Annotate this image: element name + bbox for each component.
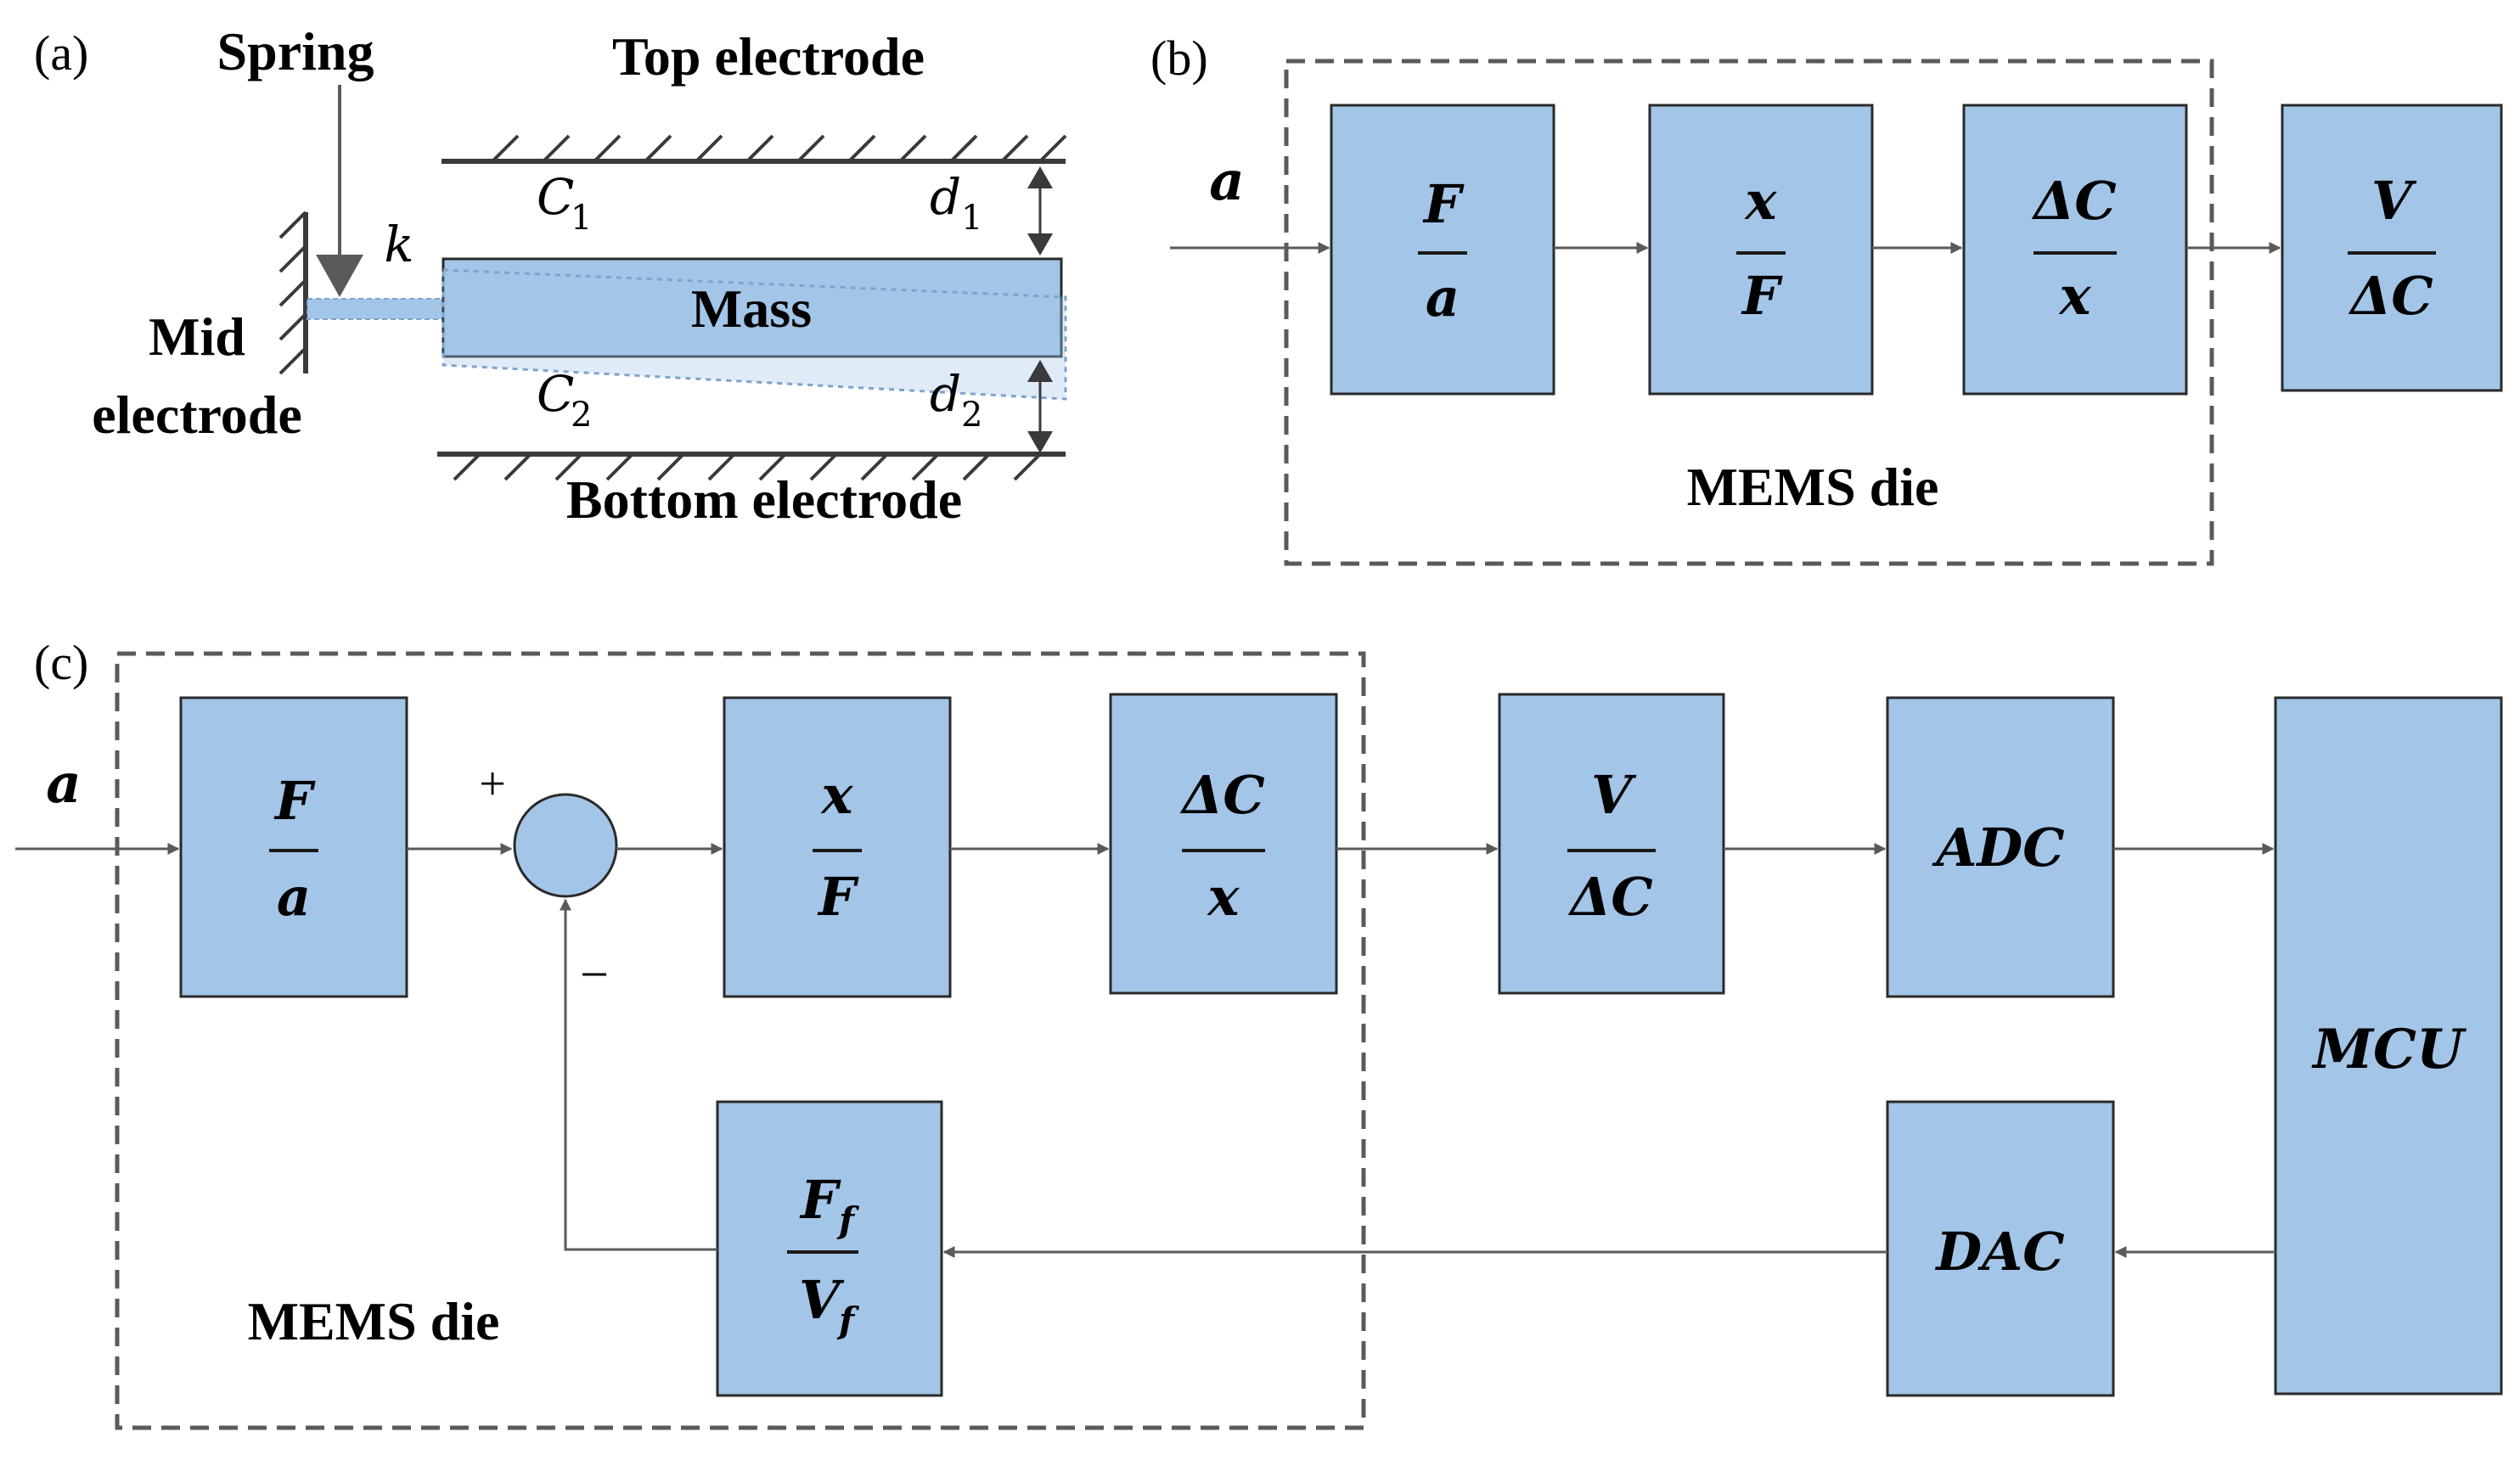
svg-text:ADC: ADC: [1932, 817, 2064, 879]
mid-electrode-label-1: Mid: [149, 306, 245, 367]
svg-text:C: C: [537, 365, 574, 423]
svg-text:ΔC: ΔC: [2348, 265, 2433, 327]
panel-c-mems-die-boundary: [115, 651, 1366, 1430]
svg-text:x: x: [820, 764, 854, 826]
svg-text:MCU: MCU: [2311, 1018, 2467, 1081]
panel-a: (a) Spring Top electrode: [34, 21, 1067, 530]
svg-text:x: x: [1207, 866, 1240, 928]
svg-text:a: a: [277, 866, 311, 928]
svg-text:V: V: [1591, 764, 1637, 826]
c1-label: C 1: [537, 168, 592, 238]
bottom-electrode-label: Bottom electrode: [566, 469, 962, 530]
svg-text:d: d: [930, 365, 961, 423]
panel-b-label: (b): [1150, 31, 1208, 86]
svg-text:F: F: [1422, 173, 1465, 235]
panel-c: (c) MEMS die a F a + − x F ΔC x: [15, 635, 2503, 1430]
mcu-block: MCU: [2274, 696, 2503, 1395]
spring-constant-label: k: [384, 216, 413, 273]
panel-b-block-voltage: V ΔC: [2281, 104, 2503, 392]
deflected-mass-outline: [442, 268, 1067, 401]
svg-text:ΔC: ΔC: [2031, 170, 2116, 232]
panel-b: (b) MEMS die a F a x F ΔC x V: [1150, 31, 2503, 566]
svg-text:F: F: [273, 770, 316, 832]
svg-text:V: V: [2371, 170, 2417, 232]
d1-dimension-arrow: [1027, 166, 1053, 256]
panel-b-mems-die-label: MEMS die: [1687, 457, 1939, 517]
panel-b-mems-die-boundary: [1284, 59, 2214, 566]
adc-block: ADC: [1886, 696, 2115, 998]
c2-label: C 2: [537, 365, 592, 435]
spring-pointer-head: [316, 255, 363, 297]
svg-text:2: 2: [571, 396, 592, 435]
sum-minus-sign: −: [580, 946, 609, 1002]
svg-text:F: F: [817, 866, 859, 928]
bottom-electrode-hatch: [453, 452, 1042, 481]
top-electrode-label: Top electrode: [612, 26, 925, 87]
spring: [307, 298, 444, 320]
svg-text:F: F: [1741, 265, 1783, 327]
panel-c-block-voltage: V ΔC: [1498, 693, 1725, 995]
svg-text:F: F: [799, 1169, 841, 1231]
svg-text:d: d: [930, 168, 961, 226]
svg-text:1: 1: [571, 199, 592, 238]
panel-b-block-force: F a: [1330, 104, 1555, 396]
top-electrode-hatch: [491, 134, 1067, 163]
svg-text:V: V: [799, 1269, 845, 1331]
mid-electrode-label-2: electrode: [92, 385, 302, 445]
mass-label: Mass: [691, 278, 812, 339]
svg-text:x: x: [1744, 170, 1778, 232]
panel-b-block-capacitance: ΔC x: [1962, 104, 2188, 396]
feedback-path-to-sum: [560, 898, 717, 1251]
panel-c-block-force: F a: [179, 696, 408, 998]
mid-electrode-hatch: [278, 211, 307, 375]
panel-c-mems-die-label: MEMS die: [248, 1291, 500, 1351]
panel-c-block-capacitance: ΔC x: [1109, 693, 1338, 995]
sum-plus-sign: +: [479, 758, 506, 811]
svg-text:x: x: [2058, 265, 2092, 327]
svg-text:DAC: DAC: [1934, 1221, 2064, 1283]
feedback-force-block: F f V f: [716, 1100, 943, 1397]
d2-dimension-arrow: [1027, 360, 1053, 453]
svg-text:ΔC: ΔC: [1567, 866, 1652, 928]
panel-a-label: (a): [34, 25, 88, 81]
svg-text:1: 1: [961, 199, 982, 238]
panel-c-input-label: a: [46, 752, 81, 816]
summing-junction: [513, 793, 618, 898]
svg-text:ΔC: ΔC: [1179, 764, 1264, 826]
svg-text:a: a: [1426, 267, 1460, 328]
panel-c-block-displacement: x F: [723, 696, 952, 998]
svg-text:2: 2: [961, 396, 982, 435]
dac-block: DAC: [1886, 1100, 2115, 1397]
panel-c-label: (c): [34, 635, 88, 690]
svg-text:C: C: [537, 168, 574, 226]
d1-label: d 1: [930, 168, 982, 238]
spring-label: Spring: [217, 21, 374, 81]
d2-label: d 2: [930, 365, 982, 435]
panel-b-input-label: a: [1209, 149, 1244, 213]
panel-b-block-displacement: x F: [1648, 104, 1874, 396]
